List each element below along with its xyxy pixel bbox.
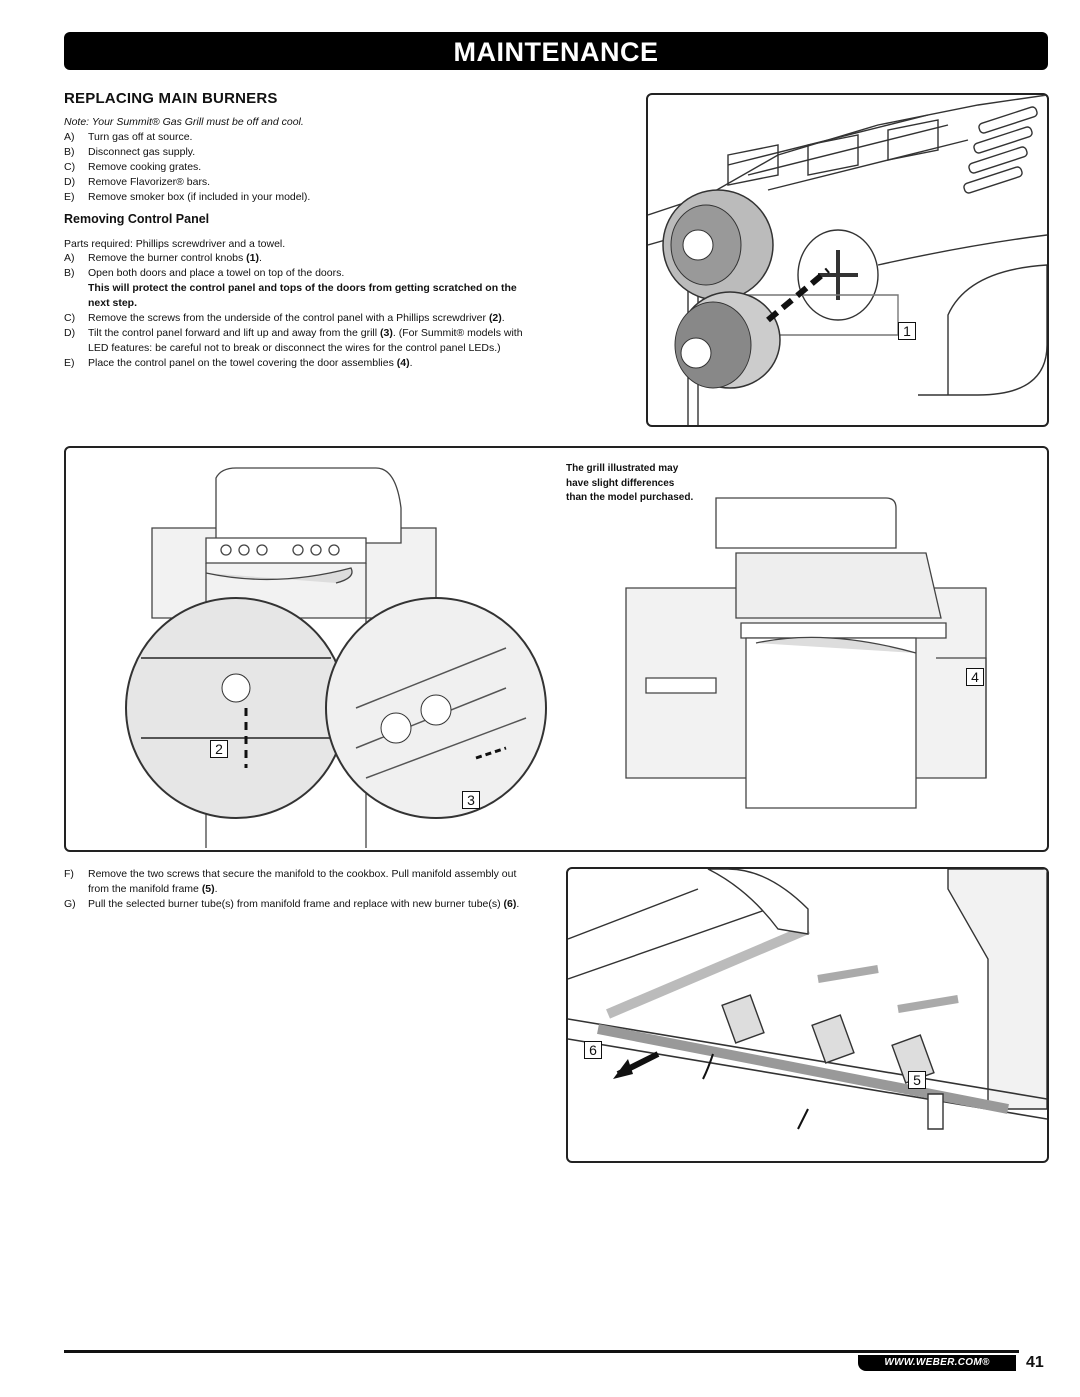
control-panel-illustration (125, 467, 987, 848)
prep-steps-list: A)Turn gas off at source. B)Disconnect g… (64, 130, 364, 205)
list-item: G)Pull the selected burner tube(s) from … (64, 898, 520, 910)
callout-4: 4 (966, 668, 984, 686)
page-header-banner: MAINTENANCE (64, 32, 1048, 70)
list-item: C)Remove the screws from the underside o… (64, 312, 505, 324)
callout-6: 6 (584, 1041, 602, 1059)
list-item: F)Remove the two screws that secure the … (64, 868, 517, 895)
parts-required: Parts required: Phillips screwdriver and… (64, 238, 286, 250)
list-item: E)Place the control panel on the towel c… (64, 357, 413, 369)
manifold-steps-list: F)Remove the two screws that secure the … (64, 867, 534, 912)
figure-control-panel-removal: 2 3 4 (64, 446, 1049, 852)
illustration-disclaimer: The grill illustrated may have slight di… (566, 463, 694, 503)
list-item: E)Remove smoker box (if included in your… (64, 191, 311, 203)
footer-rule (64, 1350, 1019, 1353)
website-link[interactable]: WWW.WEBER.COM® (858, 1355, 1016, 1371)
list-item: B)Disconnect gas supply. (64, 146, 196, 158)
figure-knob-removal: 1 (646, 93, 1049, 427)
burner-tube-illustration (568, 869, 1047, 1130)
callout-5: 5 (908, 1071, 926, 1089)
list-item: B)Open both doors and place a towel on t… (64, 267, 345, 279)
list-item: D)Tilt the control panel forward and lif… (64, 327, 523, 354)
subsection-title: Removing Control Panel (64, 212, 210, 226)
control-panel-steps-list: A)Remove the burner control knobs (1). B… (64, 251, 534, 371)
knob-removal-illustration (648, 95, 1047, 425)
safety-note: Note: Your Summit® Gas Grill must be off… (64, 116, 304, 128)
list-item: C)Remove cooking grates. (64, 161, 202, 173)
callout-3: 3 (462, 791, 480, 809)
callout-1: 1 (898, 322, 916, 340)
figure-burner-replacement: 6 5 (566, 867, 1049, 1163)
section-title: REPLACING MAIN BURNERS (64, 90, 278, 107)
list-item: D)Remove Flavorizer® bars. (64, 176, 211, 188)
list-item: A)Remove the burner control knobs (1). (64, 252, 262, 264)
callout-2: 2 (210, 740, 228, 758)
list-item: This will protect the control panel and … (88, 282, 517, 309)
page-number: 41 (1026, 1354, 1044, 1371)
list-item: A)Turn gas off at source. (64, 131, 193, 143)
